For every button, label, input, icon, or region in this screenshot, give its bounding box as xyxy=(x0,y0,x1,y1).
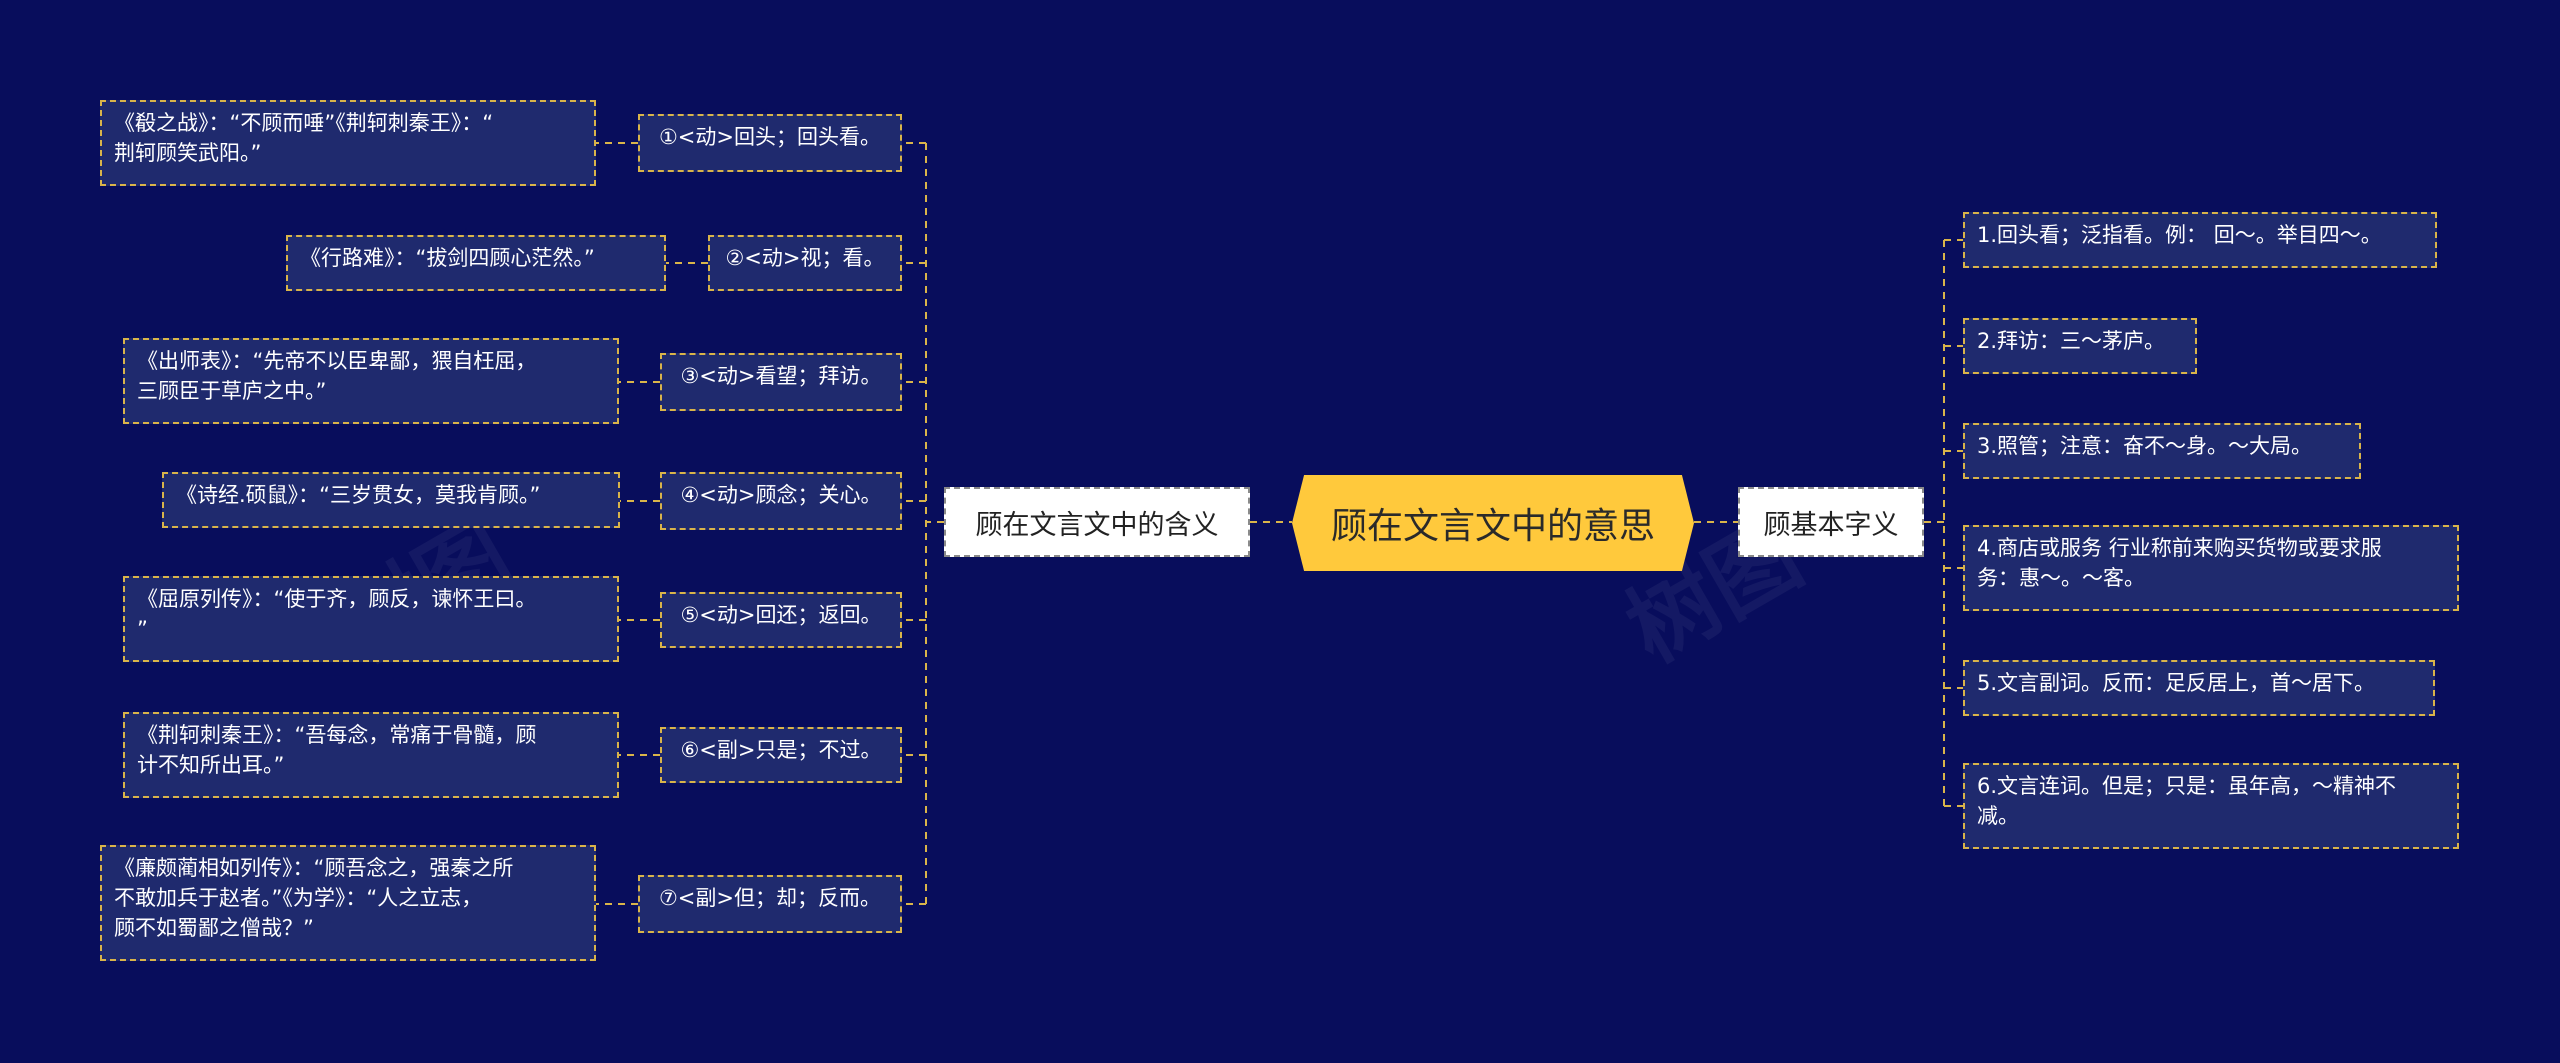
definition-node-5[interactable]: 5.文言副词。反而：足反居上，首～居下。 xyxy=(1963,660,2435,716)
definition-node-3[interactable]: 3.照管；注意：奋不～身。～大局。 xyxy=(1963,423,2361,479)
example-node-2[interactable]: 《行路难》：“拔剑四顾心茫然。” xyxy=(286,235,666,291)
sense-node-2[interactable]: ②<动>视；看。 xyxy=(708,235,902,291)
example-node-7[interactable]: 《廉颇蔺相如列传》：“顾吾念之，强秦之所 不敢加兵于赵者。”《为学》：“人之立志… xyxy=(100,845,596,961)
sense-node-7[interactable]: ⑦<副>但；却；反而。 xyxy=(638,875,902,933)
definition-node-1[interactable]: 1.回头看；泛指看。例： 回～。举目四～。 xyxy=(1963,212,2437,268)
sense-node-4[interactable]: ④<动>顾念；关心。 xyxy=(660,472,902,530)
example-node-4[interactable]: 《诗经.硕鼠》：“三岁贯女，莫我肯顾。” xyxy=(162,472,620,528)
sense-node-5[interactable]: ⑤<动>回还；返回。 xyxy=(660,592,902,648)
right-branch-topic[interactable]: 顾基本字义 xyxy=(1738,487,1924,557)
sense-node-6[interactable]: ⑥<副>只是；不过。 xyxy=(660,727,902,783)
left-branch-topic[interactable]: 顾在文言文中的含义 xyxy=(944,487,1250,557)
sense-node-3[interactable]: ③<动>看望；拜访。 xyxy=(660,353,902,411)
example-node-1[interactable]: 《殽之战》：“不顾而唾”《荆轲刺秦王》：“ 荆轲顾笑武阳。” xyxy=(100,100,596,186)
definition-node-6[interactable]: 6.文言连词。但是；只是：虽年高，～精神不 减。 xyxy=(1963,763,2459,849)
example-node-6[interactable]: 《荆轲刺秦王》：“吾每念，常痛于骨髓，顾 计不知所出耳。” xyxy=(123,712,619,798)
example-node-3[interactable]: 《出师表》：“先帝不以臣卑鄙，猥自枉屈， 三顾臣于草庐之中。” xyxy=(123,338,619,424)
example-node-5[interactable]: 《屈原列传》：“使于齐，顾反，谏怀王曰。 ” xyxy=(123,576,619,662)
definition-node-4[interactable]: 4.商店或服务 行业称前来购买货物或要求服 务：惠～。～客。 xyxy=(1963,525,2459,611)
definition-node-2[interactable]: 2.拜访：三～茅庐。 xyxy=(1963,318,2197,374)
sense-node-1[interactable]: ①<动>回头；回头看。 xyxy=(638,114,902,172)
root-topic[interactable]: 顾在文言文中的意思 xyxy=(1292,475,1694,571)
